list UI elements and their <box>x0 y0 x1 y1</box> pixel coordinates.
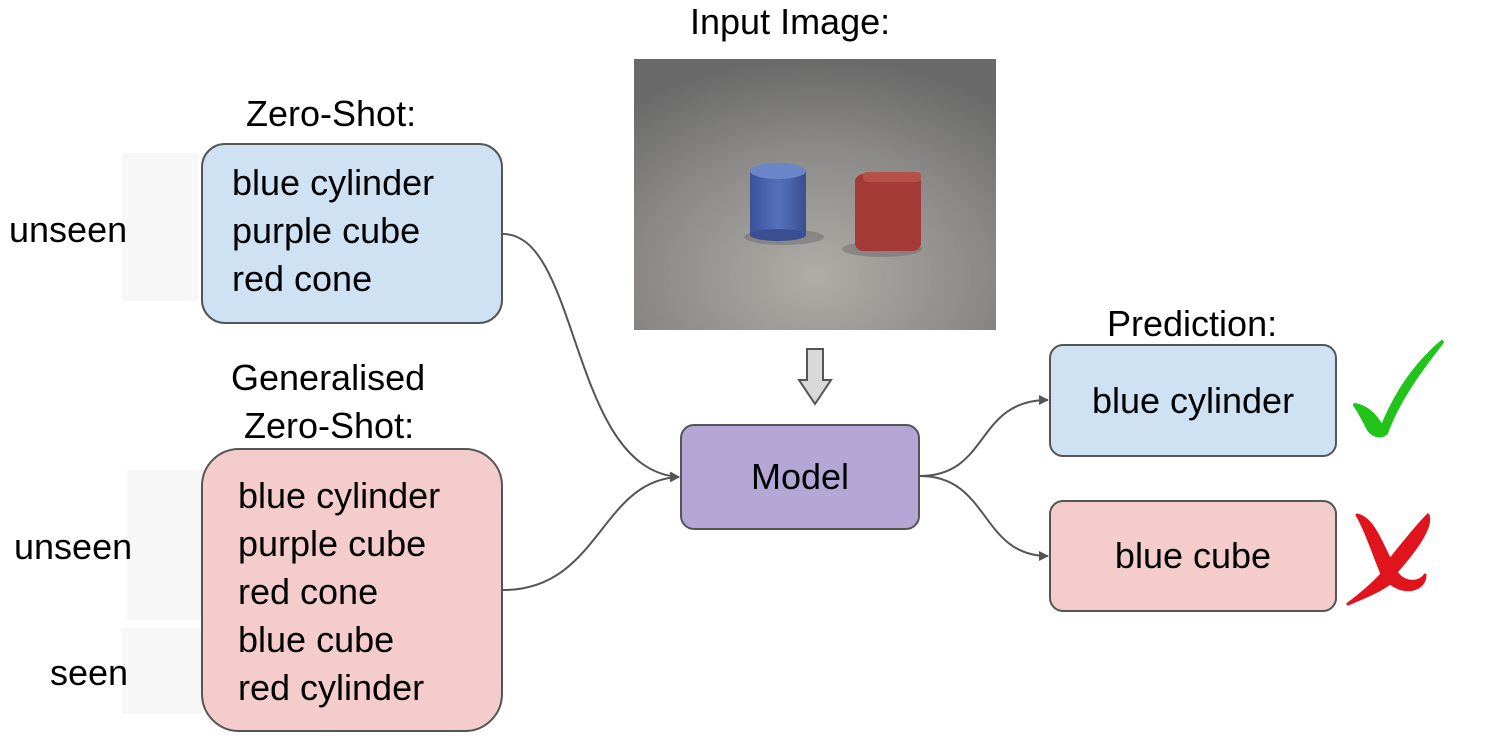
list-item: red cone <box>232 258 373 299</box>
model-box: Model <box>680 424 920 530</box>
list-item: blue cylinder <box>232 162 435 203</box>
prediction-correct-label: blue cylinder <box>1091 379 1295 421</box>
connector-model-to-correct <box>919 395 1049 477</box>
prediction-wrong-label: blue cube <box>1114 535 1272 576</box>
red-cube-object <box>855 172 921 251</box>
list-item: blue cube <box>238 619 395 660</box>
prediction-title: Prediction: <box>1107 303 1278 344</box>
generalised-title-line1: Generalised <box>231 357 426 398</box>
blue-cylinder-object <box>750 163 806 241</box>
down-arrow-icon <box>797 348 833 406</box>
list-item: purple cube <box>238 523 427 564</box>
prediction-wrong-box: blue cube <box>1049 500 1337 612</box>
generalised-class-list: blue cylinder purple cube red cone blue … <box>201 448 503 732</box>
zero-shot-class-list: blue cylinder purple cube red cone <box>201 143 503 324</box>
input-image-title: Input Image: <box>690 1 891 42</box>
brace-background <box>127 470 203 620</box>
prediction-correct-box: blue cylinder <box>1049 344 1337 457</box>
generalised-seen-label: seen <box>50 652 129 693</box>
list-item: blue cylinder <box>238 475 441 516</box>
generalised-title-line2: Zero-Shot: <box>244 405 415 446</box>
scene-render <box>634 59 996 330</box>
model-label: Model <box>750 456 850 497</box>
brace-background <box>122 628 202 714</box>
connector-zero-shot-to-model <box>502 233 680 482</box>
connector-model-to-wrong <box>919 475 1049 561</box>
zero-shot-unseen-label: unseen <box>9 209 128 250</box>
input-image <box>634 59 996 330</box>
list-item: red cylinder <box>238 667 425 708</box>
check-icon <box>1353 340 1444 438</box>
cross-icon <box>1346 513 1431 606</box>
brace-background <box>122 153 198 301</box>
list-item: purple cube <box>232 210 421 251</box>
connector-generalised-to-model <box>502 472 680 591</box>
list-item: red cone <box>238 571 379 612</box>
generalised-unseen-label: unseen <box>14 526 133 567</box>
zero-shot-title: Zero-Shot: <box>246 93 417 134</box>
